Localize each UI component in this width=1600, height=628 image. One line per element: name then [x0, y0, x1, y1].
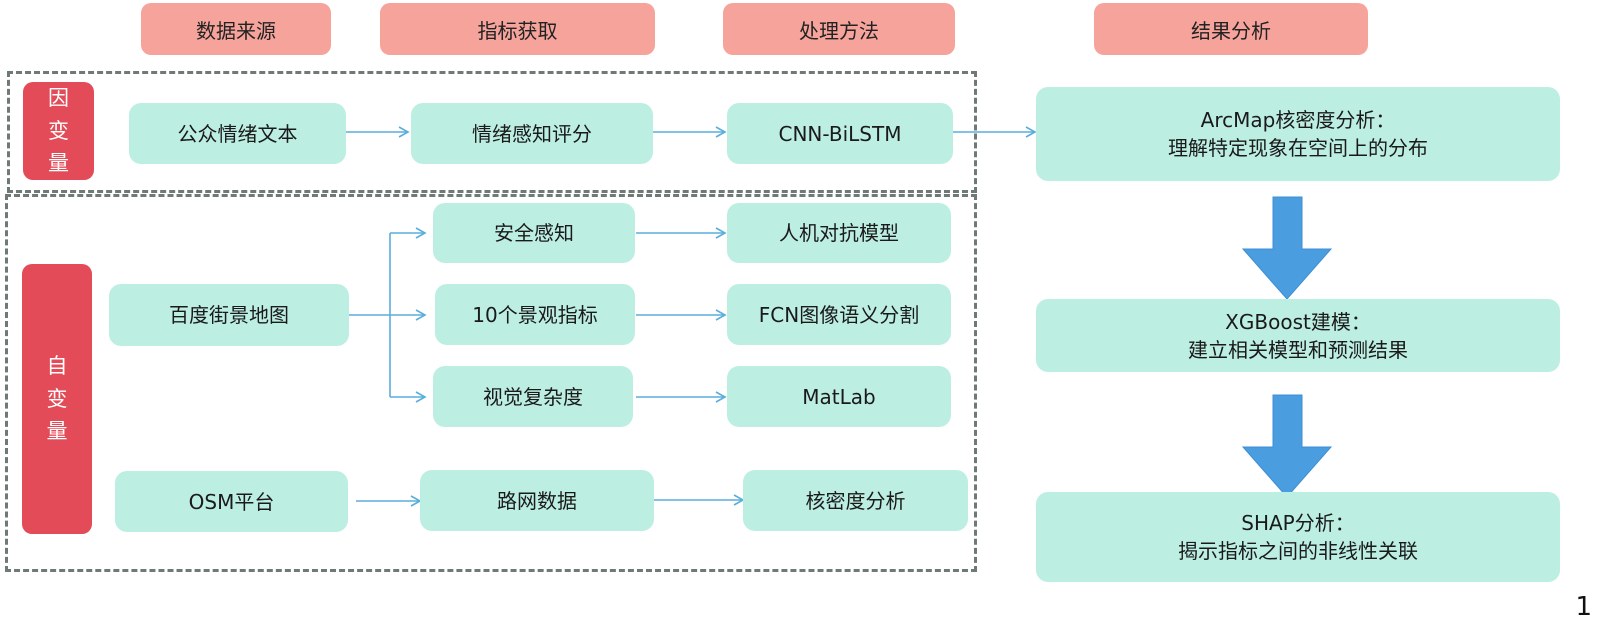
node-emotion-score: 情绪感知评分: [411, 103, 653, 164]
page-number: 1: [1575, 592, 1592, 622]
independent-variable-group: [5, 194, 977, 572]
result-desc: 理解特定现象在空间上的分布: [1168, 136, 1428, 160]
label-char: 自: [46, 354, 68, 379]
node-kernel-density: 核密度分析: [743, 470, 968, 531]
node-cnn-bilstm: CNN-BiLSTM: [727, 103, 953, 164]
node-baidu-streetview: 百度街景地图: [109, 284, 349, 346]
result-title: XGBoost建模：: [1225, 309, 1371, 334]
node-road-network: 路网数据: [420, 470, 654, 531]
label-char: 变: [46, 386, 68, 411]
dependent-variable-label: 因 变 量: [23, 82, 94, 180]
label-char: 量: [48, 151, 69, 176]
node-public-emotion-text: 公众情绪文本: [129, 103, 346, 164]
header-indicator: 指标获取: [380, 3, 655, 55]
result-shap: SHAP分析： 揭示指标之间的非线性关联: [1036, 492, 1560, 582]
result-desc: 揭示指标之间的非线性关联: [1178, 539, 1418, 563]
node-landscape-10: 10个景观指标: [435, 284, 635, 345]
result-title: ArcMap核密度分析：: [1200, 108, 1396, 132]
node-safety-perception: 安全感知: [433, 203, 635, 263]
result-desc: 建立相关模型和预测结果: [1188, 337, 1408, 362]
node-fcn-segmentation: FCN图像语义分割: [727, 284, 951, 345]
node-matlab: MatLab: [727, 366, 951, 427]
label-char: 因: [48, 86, 69, 111]
big-arrow-down-1: [1241, 196, 1333, 300]
result-arcmap: ArcMap核密度分析： 理解特定现象在空间上的分布: [1036, 87, 1560, 181]
result-title: SHAP分析：: [1241, 511, 1355, 535]
node-human-machine-model: 人机对抗模型: [727, 203, 951, 263]
header-method: 处理方法: [723, 3, 955, 55]
result-xgboost: XGBoost建模： 建立相关模型和预测结果: [1036, 299, 1560, 372]
independent-variable-label: 自 变 量: [22, 264, 92, 534]
node-visual-complexity: 视觉复杂度: [433, 366, 633, 427]
label-char: 量: [46, 419, 68, 444]
node-osm-platform: OSM平台: [115, 471, 348, 532]
big-arrow-down-2: [1241, 394, 1333, 498]
label-char: 变: [48, 118, 69, 143]
header-result: 结果分析: [1094, 3, 1368, 55]
header-data-source: 数据来源: [141, 3, 331, 55]
